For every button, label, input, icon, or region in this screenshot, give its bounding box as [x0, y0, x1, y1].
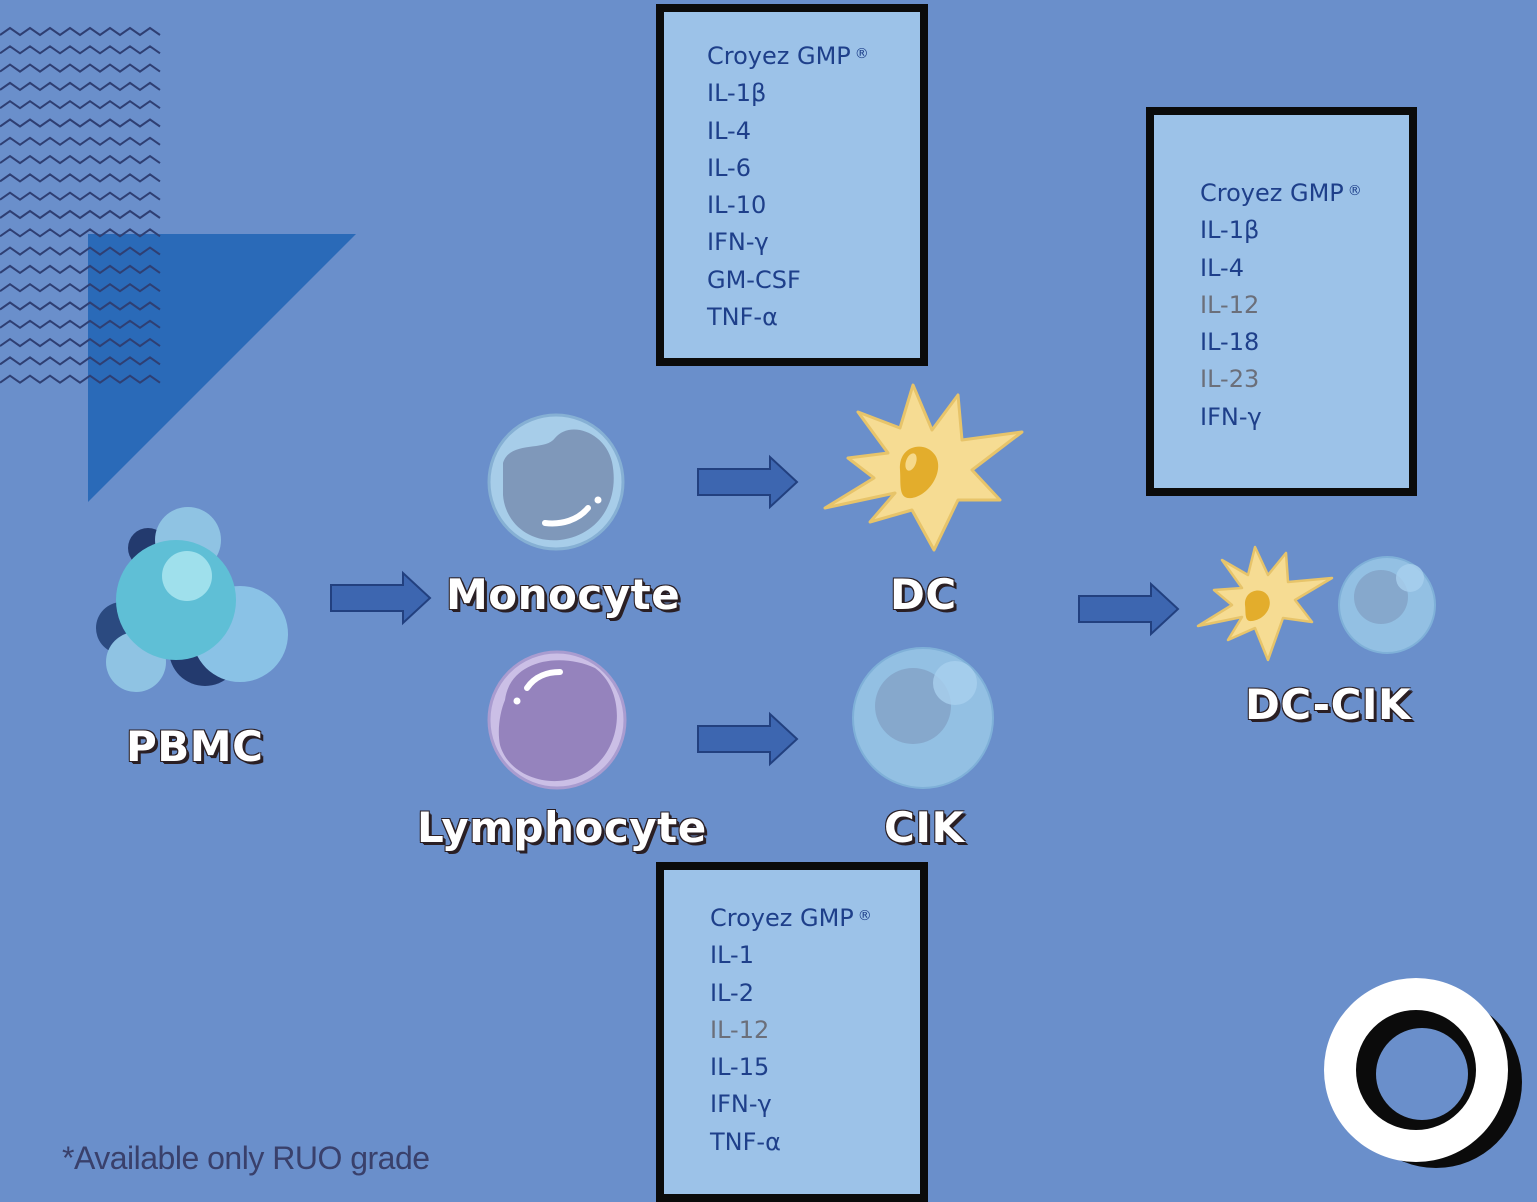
cytokine-name: IL-4 — [1200, 253, 1244, 282]
cytokine-name: IL-23 — [1200, 365, 1260, 394]
cytokine-name: Croyez GMP — [707, 42, 851, 70]
zigzag-line — [0, 356, 161, 366]
cytokine-item: TNF-α — [707, 299, 869, 336]
cytokine-name: IL-1β — [707, 79, 767, 108]
cytokine-item: IL-6 — [707, 150, 869, 187]
zigzag-line — [0, 136, 161, 147]
arrow-pbmc-to-monocyte — [330, 570, 432, 626]
zigzag-line — [0, 282, 161, 293]
lymphocyte-cell — [487, 650, 627, 790]
decorative-triangle — [88, 234, 356, 502]
dendritic-cell — [823, 383, 1024, 552]
cytokine-item: IL-1 — [710, 937, 872, 974]
cytokine-name: IFN-γ — [707, 228, 769, 257]
zigzag-line — [0, 118, 161, 128]
cytokine-item: IL-12 — [1200, 287, 1362, 324]
cytokine-item: Croyez GMP® — [707, 38, 869, 75]
zigzag-line — [0, 301, 161, 311]
zigzag-line — [0, 81, 161, 92]
zigzag-pattern — [0, 26, 161, 384]
monocyte-label: Monocyte — [446, 570, 681, 619]
cytokine-name: IFN-γ — [1200, 402, 1262, 431]
cytokine-name: Croyez GMP — [1200, 179, 1344, 207]
zigzag-line — [0, 209, 161, 220]
decorative-ring — [1324, 978, 1522, 1168]
footnote: *Available only RUO grade — [62, 1140, 430, 1176]
zigzag-line — [0, 154, 161, 165]
cytokine-item: IL-1β — [707, 75, 869, 112]
cytokine-item: IL-4 — [1200, 250, 1362, 287]
cytokine-name: IL-12 — [710, 1015, 770, 1044]
cytokine-item: IL-10 — [707, 187, 869, 224]
cytokine-name: IL-18 — [1200, 328, 1260, 357]
dc-label: DC — [890, 570, 957, 619]
dc-cik-cell-pair — [1196, 545, 1436, 662]
cik-cell — [852, 647, 994, 789]
zigzag-line — [0, 63, 161, 73]
cytokine-name: Croyez GMP — [710, 904, 854, 932]
cytokine-name: IL-1β — [1200, 216, 1260, 245]
cytokine-item: IL-15 — [710, 1049, 872, 1086]
lymphocyte-label: Lymphocyte — [417, 803, 707, 852]
pbmc-cell-cluster — [96, 507, 288, 692]
monocyte-cell — [487, 413, 625, 551]
cytokine-name: IL-2 — [710, 978, 754, 1007]
cytokine-item: IL-2 — [710, 975, 872, 1012]
cytokine-item: IL-12 — [710, 1012, 872, 1049]
cytokine-name: IL-12 — [1200, 290, 1260, 319]
zigzag-line — [0, 374, 161, 384]
cik-label: CIK — [884, 803, 965, 852]
dc-cik-label: DC-CIK — [1245, 680, 1412, 729]
cytokine-name: GM-CSF — [707, 265, 801, 294]
cytokine-name: IL-6 — [707, 153, 751, 182]
cytokine-name: IL-15 — [710, 1053, 770, 1082]
cytokine-name: IL-4 — [707, 116, 751, 145]
cytokine-item: IL-23 — [1200, 361, 1362, 398]
zigzag-line — [0, 246, 161, 256]
zigzag-line — [0, 191, 161, 201]
cytokine-name: IFN-γ — [710, 1090, 772, 1119]
zigzag-line — [0, 264, 161, 275]
registered-mark: ® — [854, 46, 869, 62]
cytokine-item: IL-18 — [1200, 324, 1362, 361]
cytokine-item: IFN-γ — [707, 224, 869, 261]
cytokine-item: IL-4 — [707, 113, 869, 150]
cytokine-name: IL-10 — [707, 191, 767, 220]
zigzag-line — [0, 26, 161, 37]
zigzag-line — [0, 45, 161, 55]
zigzag-line — [0, 337, 161, 348]
registered-mark: ® — [1347, 183, 1362, 199]
zigzag-line — [0, 228, 161, 238]
registered-mark: ® — [857, 908, 872, 924]
cytokine-item: IL-1β — [1200, 212, 1362, 249]
cytokine-item: IFN-γ — [710, 1086, 872, 1123]
zigzag-line — [0, 319, 161, 330]
cytokine-name: TNF-α — [710, 1127, 781, 1156]
pbmc-label: PBMC — [126, 722, 264, 771]
arrow-dc-to-dc-cik — [1078, 581, 1180, 637]
cytokine-name: TNF-α — [707, 303, 778, 332]
arrow-lymphocyte-to-cik — [697, 711, 799, 767]
cytokine-name: IL-1 — [710, 941, 754, 970]
zigzag-line — [0, 173, 161, 183]
cytokine-item: IFN-γ — [1200, 399, 1362, 436]
cytokine-item: Croyez GMP® — [710, 900, 872, 937]
cytokine-item: GM-CSF — [707, 262, 869, 299]
arrow-monocyte-to-dc — [697, 454, 799, 510]
cytokine-item: TNF-α — [710, 1124, 872, 1161]
zigzag-line — [0, 99, 161, 110]
cytokine-item: Croyez GMP® — [1200, 175, 1362, 212]
